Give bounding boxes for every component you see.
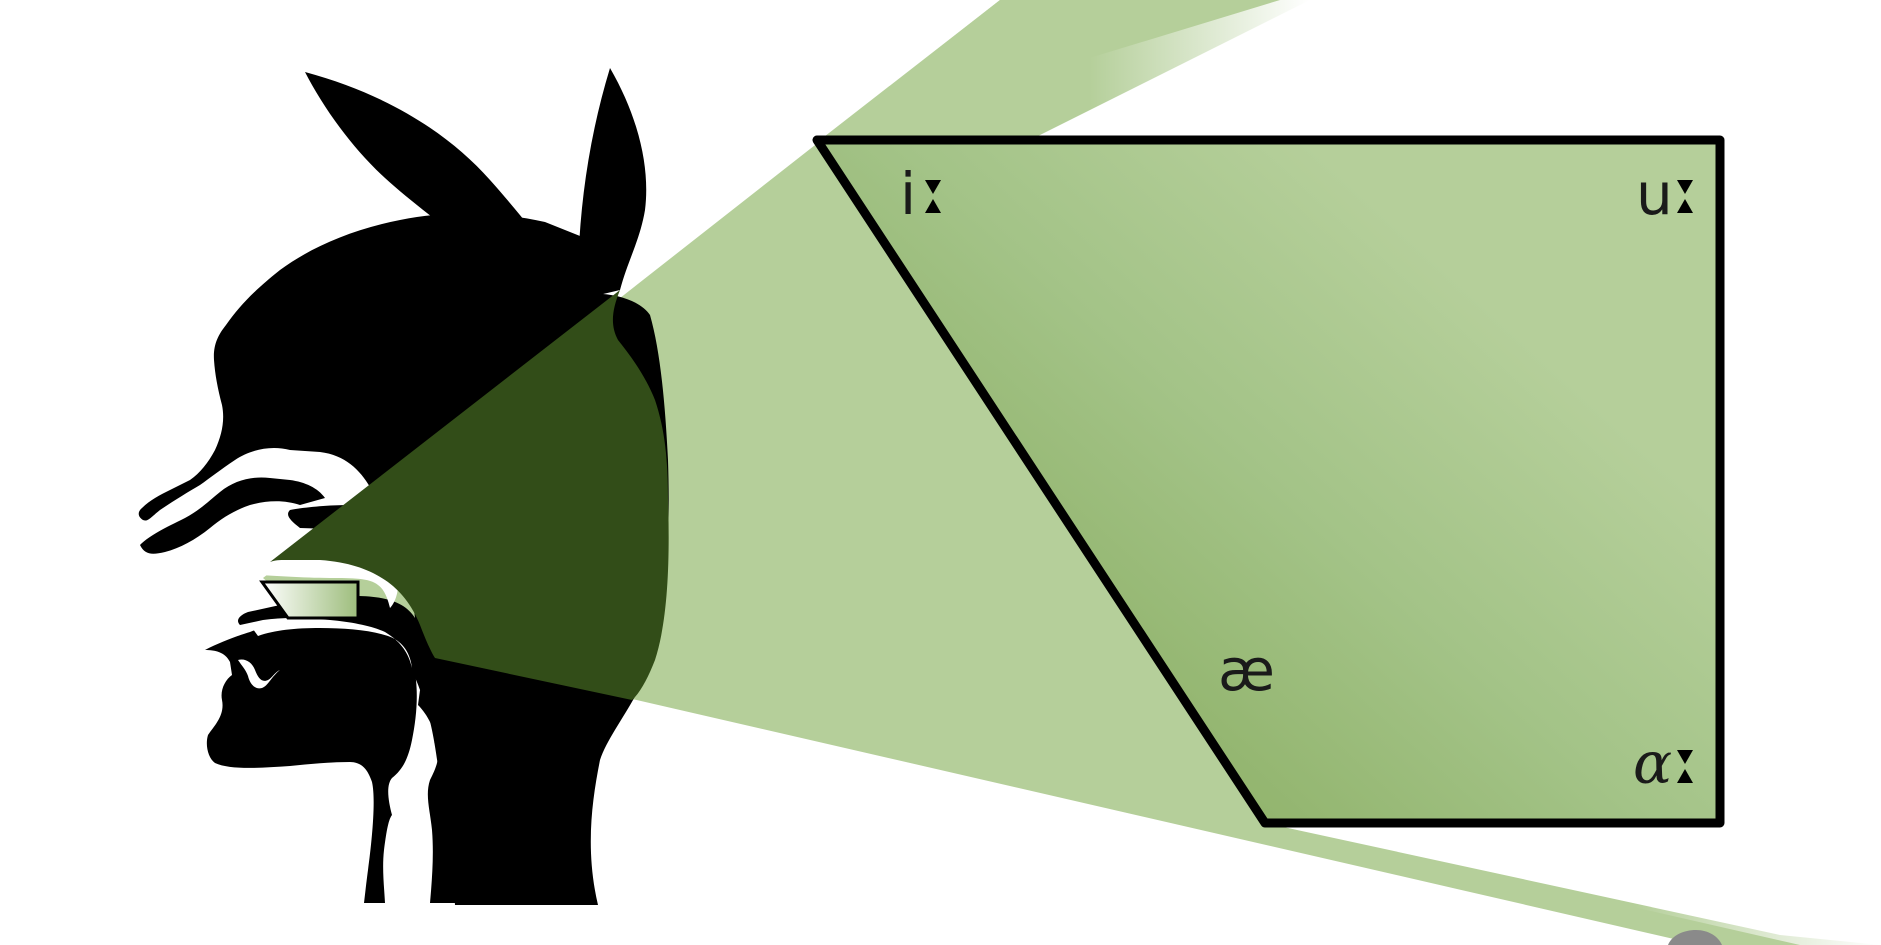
corner-badge-icon xyxy=(1668,930,1722,945)
mouth-cavity xyxy=(175,546,412,689)
beam-head-overlap xyxy=(270,290,669,700)
vowel-u-label: u xyxy=(1636,160,1673,228)
head-chin xyxy=(205,621,417,903)
length-mark-icon xyxy=(925,180,941,213)
vowel-trapezoid xyxy=(812,135,1725,828)
head-nose xyxy=(140,477,325,554)
vowel-back-close: u xyxy=(1636,160,1693,228)
vowel-near-open-front: æ xyxy=(1218,636,1275,704)
vowel-back-open: ɑ xyxy=(1633,729,1693,797)
vowel-front-close: i xyxy=(900,160,941,228)
mouth-vowel-trapezoid xyxy=(259,580,360,620)
head-epiglottis xyxy=(434,742,458,903)
length-mark-icon xyxy=(1677,750,1693,783)
vowel-i-label: i xyxy=(900,160,916,228)
vowel-ae-label: æ xyxy=(1218,636,1275,704)
head-spike-right xyxy=(577,68,647,300)
length-mark-icon xyxy=(1677,180,1693,213)
beam-top-fade xyxy=(820,0,1310,140)
vowel-a-label: ɑ xyxy=(1633,729,1672,797)
